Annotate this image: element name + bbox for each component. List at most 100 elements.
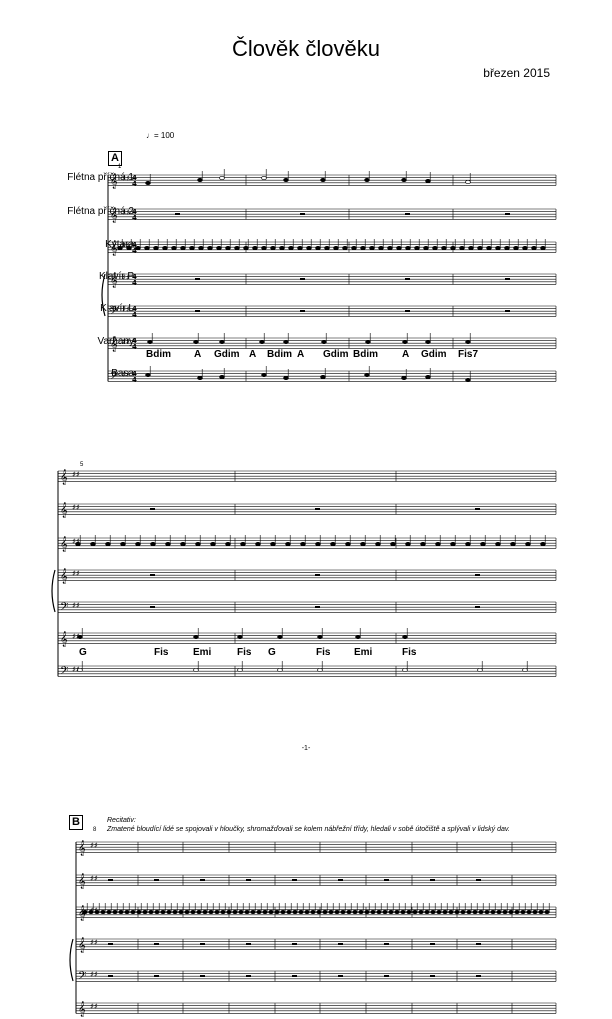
rest-icon	[154, 975, 159, 977]
note-head	[406, 909, 412, 915]
note-head	[216, 245, 222, 251]
rest-icon	[315, 574, 320, 576]
page-number: -1-	[301, 745, 311, 752]
note-head	[162, 245, 168, 251]
note-head	[126, 245, 132, 251]
note-head	[297, 245, 303, 251]
note-head	[333, 245, 339, 251]
chord-symbol: Fis	[154, 647, 169, 658]
chord-symbol: Gdim	[214, 349, 240, 360]
note-head	[454, 909, 460, 915]
rest-icon	[430, 975, 435, 977]
treble-clef-icon: 𝄞	[110, 208, 118, 223]
rest-icon	[292, 975, 297, 977]
note-head	[320, 374, 326, 380]
note-head	[532, 909, 538, 915]
key-signature: ♯♯	[72, 665, 80, 674]
note-head	[412, 909, 418, 915]
note-head	[136, 909, 142, 915]
note-head	[208, 909, 214, 915]
note-head	[496, 909, 502, 915]
note-head	[388, 909, 394, 915]
note-head	[364, 177, 370, 183]
note-head	[237, 667, 243, 673]
rest-icon	[292, 943, 297, 945]
note-head	[193, 634, 199, 640]
note-head	[214, 909, 220, 915]
rest-icon	[338, 975, 343, 977]
rest-icon	[108, 943, 113, 945]
note-head	[180, 541, 186, 547]
note-head	[262, 909, 268, 915]
note-head	[510, 541, 516, 547]
note-head	[195, 541, 201, 547]
chord-symbol: Bdim	[267, 349, 292, 360]
note-head	[225, 541, 231, 547]
note-head	[172, 909, 178, 915]
note-head	[317, 634, 323, 640]
rest-icon	[200, 943, 205, 945]
note-head	[105, 541, 111, 547]
note-head	[292, 909, 298, 915]
note-head	[166, 909, 172, 915]
time-signature: 4	[132, 180, 137, 188]
note-head	[450, 245, 456, 251]
note-head	[480, 541, 486, 547]
key-signature: ♯♯	[122, 337, 130, 346]
note-head	[484, 909, 490, 915]
note-head	[274, 909, 280, 915]
note-head	[514, 909, 520, 915]
note-head	[75, 541, 81, 547]
rest-icon	[108, 975, 113, 977]
note-head	[189, 245, 195, 251]
key-signature: ♯♯	[122, 370, 130, 379]
note-head	[250, 909, 256, 915]
rest-icon	[384, 943, 389, 945]
treble-clef-icon: 𝄞	[60, 503, 68, 518]
time-signature: 4	[132, 370, 137, 378]
note-head	[306, 245, 312, 251]
key-signature: ♯♯	[72, 601, 80, 610]
chord-symbol: Bdim	[353, 349, 378, 360]
rest-icon	[300, 213, 305, 215]
note-head	[210, 541, 216, 547]
note-head	[144, 245, 150, 251]
note-head	[418, 909, 424, 915]
rest-icon	[405, 213, 410, 215]
note-head	[225, 245, 231, 251]
time-signature: 4	[132, 247, 137, 255]
chord-symbol: A	[297, 349, 305, 360]
rest-icon	[476, 975, 481, 977]
key-signature: ♯♯	[90, 874, 98, 883]
note-head	[425, 339, 431, 345]
rest-icon	[175, 213, 180, 215]
note-head	[240, 541, 246, 547]
rest-icon	[315, 606, 320, 608]
note-head	[197, 375, 203, 381]
note-head	[435, 541, 441, 547]
key-signature: ♯♯	[90, 841, 98, 850]
rest-icon	[150, 574, 155, 576]
note-head	[283, 375, 289, 381]
tempo-marking: ♩= 100	[146, 131, 175, 140]
recitative-text: Zmatené bloudící lidé se spojovali v hlo…	[107, 826, 510, 833]
note-head	[351, 245, 357, 251]
chord-symbol: Emi	[354, 647, 373, 658]
rest-icon	[195, 310, 200, 312]
note-head	[432, 245, 438, 251]
note-head	[513, 245, 519, 251]
instrument-name-organ: Varhany	[97, 336, 134, 347]
score-title: Člověk člověku	[232, 36, 380, 61]
chord-symbol: G	[268, 647, 276, 658]
note-head	[135, 541, 141, 547]
note-head	[370, 909, 376, 915]
note-head	[270, 245, 276, 251]
note-head	[465, 179, 471, 185]
chord-symbol: A	[402, 349, 410, 360]
note-head	[300, 541, 306, 547]
note-head	[360, 541, 366, 547]
note-head	[145, 372, 151, 378]
rest-icon	[150, 508, 155, 510]
note-head	[459, 245, 465, 251]
note-head	[526, 909, 532, 915]
